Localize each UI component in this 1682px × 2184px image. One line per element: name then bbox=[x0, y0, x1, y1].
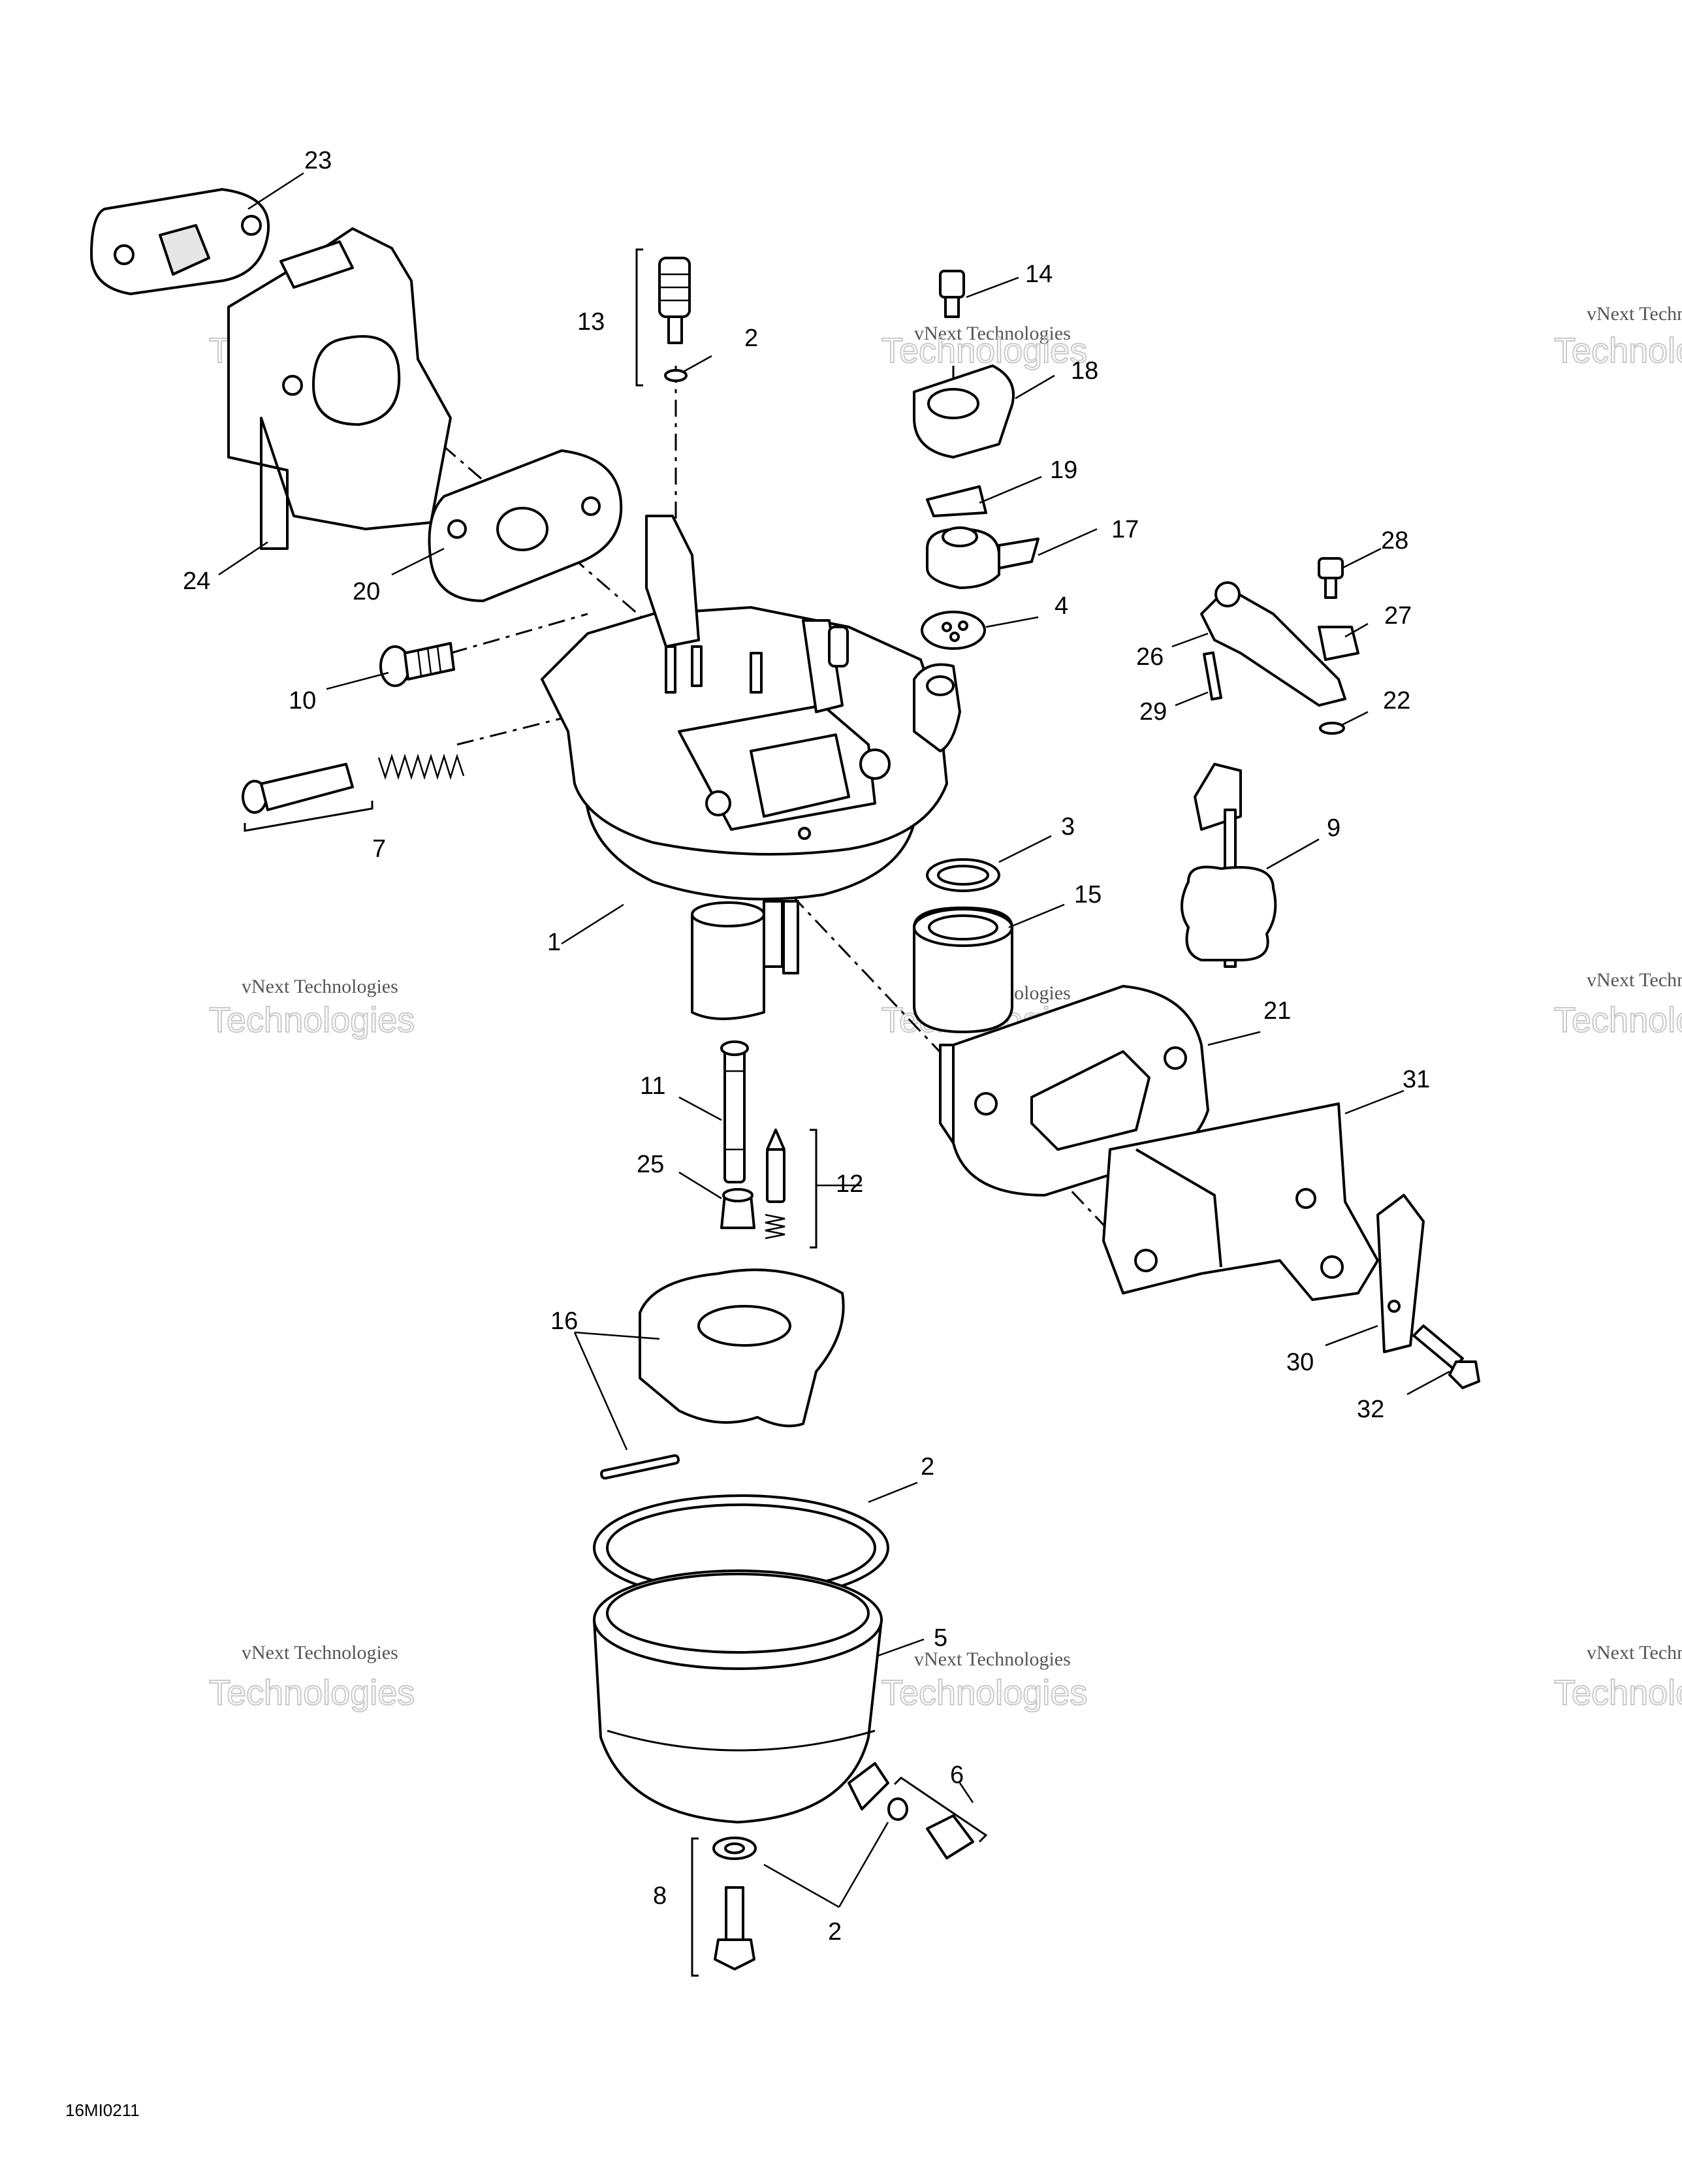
watermark-bottom-center: vNext Technologies Technologies bbox=[881, 1648, 1088, 1713]
part-5-float-bowl bbox=[593, 1569, 889, 1823]
svg-text:vNext Technologies: vNext Technologies bbox=[1587, 969, 1682, 991]
svg-text:vNext Technologies: vNext Technologies bbox=[1587, 303, 1682, 325]
callout-2-drain: 2 bbox=[828, 1918, 842, 1946]
svg-text:Technologies: Technologies bbox=[209, 1673, 415, 1712]
part-3-gasket bbox=[926, 858, 1000, 892]
callout-31: 31 bbox=[1403, 1066, 1430, 1093]
callout-2-top: 2 bbox=[744, 325, 758, 352]
callout-28: 28 bbox=[1381, 527, 1408, 554]
callout-9: 9 bbox=[1327, 814, 1341, 842]
part-32-bolt bbox=[1412, 1325, 1480, 1389]
callout-11: 11 bbox=[640, 1072, 665, 1100]
callout-13: 13 bbox=[577, 308, 605, 336]
callout-29: 29 bbox=[1139, 698, 1167, 726]
watermark-bottom-right: vNext Technologies Technologies bbox=[1553, 1642, 1682, 1713]
part-8-drain-bolt bbox=[691, 1837, 757, 1977]
part-24-bracket bbox=[227, 227, 452, 550]
leader-lines bbox=[218, 172, 1450, 1908]
svg-text:Technologies: Technologies bbox=[1554, 1001, 1682, 1040]
callout-14: 14 bbox=[1025, 261, 1053, 288]
part-11-nozzle bbox=[720, 1040, 749, 1183]
callout-10: 10 bbox=[289, 687, 316, 715]
svg-text:vNext Technologies: vNext Technologies bbox=[1587, 1642, 1682, 1663]
svg-text:Technologies: Technologies bbox=[209, 1001, 415, 1040]
svg-text:Technologies: Technologies bbox=[881, 331, 1087, 370]
part-16-float bbox=[599, 1268, 845, 1480]
callout-7: 7 bbox=[372, 835, 386, 863]
callout-4: 4 bbox=[1055, 592, 1068, 620]
part-20-gasket bbox=[428, 449, 623, 602]
part-1-carburetor-body bbox=[541, 515, 961, 1020]
callout-3: 3 bbox=[1061, 813, 1075, 841]
callout-30: 30 bbox=[1286, 1349, 1314, 1376]
svg-text:vNext Technologies: vNext Technologies bbox=[914, 323, 1071, 344]
callout-15: 15 bbox=[1074, 881, 1102, 908]
watermark-top-center: vNext Technologies Technologies bbox=[881, 323, 1088, 371]
drawing-code: 16MI0211 bbox=[65, 2100, 140, 2120]
callout-20: 20 bbox=[353, 578, 380, 605]
part-30-clip bbox=[1376, 1194, 1425, 1353]
callout-18: 18 bbox=[1071, 357, 1098, 385]
part-10-screw bbox=[379, 642, 455, 687]
callout-19: 19 bbox=[1050, 457, 1077, 484]
part-2-bowl-gasket bbox=[593, 1494, 889, 1601]
svg-text:Technologies: Technologies bbox=[1554, 331, 1682, 370]
part-9-float bbox=[1181, 763, 1277, 968]
callout-2-bowl-gasket: 2 bbox=[921, 1453, 934, 1481]
callout-25: 25 bbox=[637, 1151, 664, 1178]
svg-text:vNext Technologies: vNext Technologies bbox=[914, 1648, 1071, 1670]
callout-6: 6 bbox=[950, 1761, 964, 1789]
callout-21: 21 bbox=[1263, 997, 1291, 1025]
watermark-mid-left: vNext Technologies Technologies bbox=[208, 976, 415, 1040]
part-15-spacer bbox=[913, 907, 1013, 1033]
callout-8: 8 bbox=[653, 1882, 667, 1910]
svg-text:vNext Technologies: vNext Technologies bbox=[242, 976, 398, 997]
callout-17: 17 bbox=[1111, 516, 1139, 543]
part-13-jet bbox=[635, 248, 691, 387]
callout-12: 12 bbox=[836, 1170, 863, 1198]
svg-text:Technologies: Technologies bbox=[1554, 1673, 1682, 1712]
callout-26: 26 bbox=[1136, 643, 1164, 671]
part-12-needle-valve bbox=[765, 1129, 817, 1249]
callout-23: 23 bbox=[304, 147, 332, 174]
part-stack-right bbox=[913, 270, 1039, 650]
part-6-drain-screw bbox=[887, 1776, 988, 1859]
callout-32: 32 bbox=[1357, 1396, 1384, 1423]
svg-text:Technologies: Technologies bbox=[881, 1673, 1087, 1712]
part-7-idle-screw bbox=[242, 753, 465, 832]
callout-22: 22 bbox=[1383, 687, 1410, 715]
callout-1: 1 bbox=[547, 929, 561, 956]
part-23-gasket bbox=[90, 188, 270, 295]
watermark-bottom-left: vNext Technologies Technologies bbox=[208, 1642, 415, 1713]
part-26-linkage bbox=[1200, 557, 1359, 735]
watermark-top-right: vNext Technologies Technologies bbox=[1553, 303, 1682, 371]
watermark-mid-right: vNext Technologies Technologies bbox=[1553, 969, 1682, 1040]
callout-24: 24 bbox=[183, 568, 210, 595]
callout-5: 5 bbox=[934, 1624, 947, 1652]
callout-27: 27 bbox=[1384, 602, 1412, 630]
callout-16: 16 bbox=[550, 1308, 578, 1335]
callout-labels: 23 13 2 14 18 19 17 4 24 20 10 7 28 27 2… bbox=[183, 147, 1430, 1946]
svg-text:vNext Technologies: vNext Technologies bbox=[242, 1642, 398, 1663]
part-25-main-jet bbox=[720, 1188, 755, 1229]
part-31-bracket bbox=[1102, 1102, 1379, 1301]
